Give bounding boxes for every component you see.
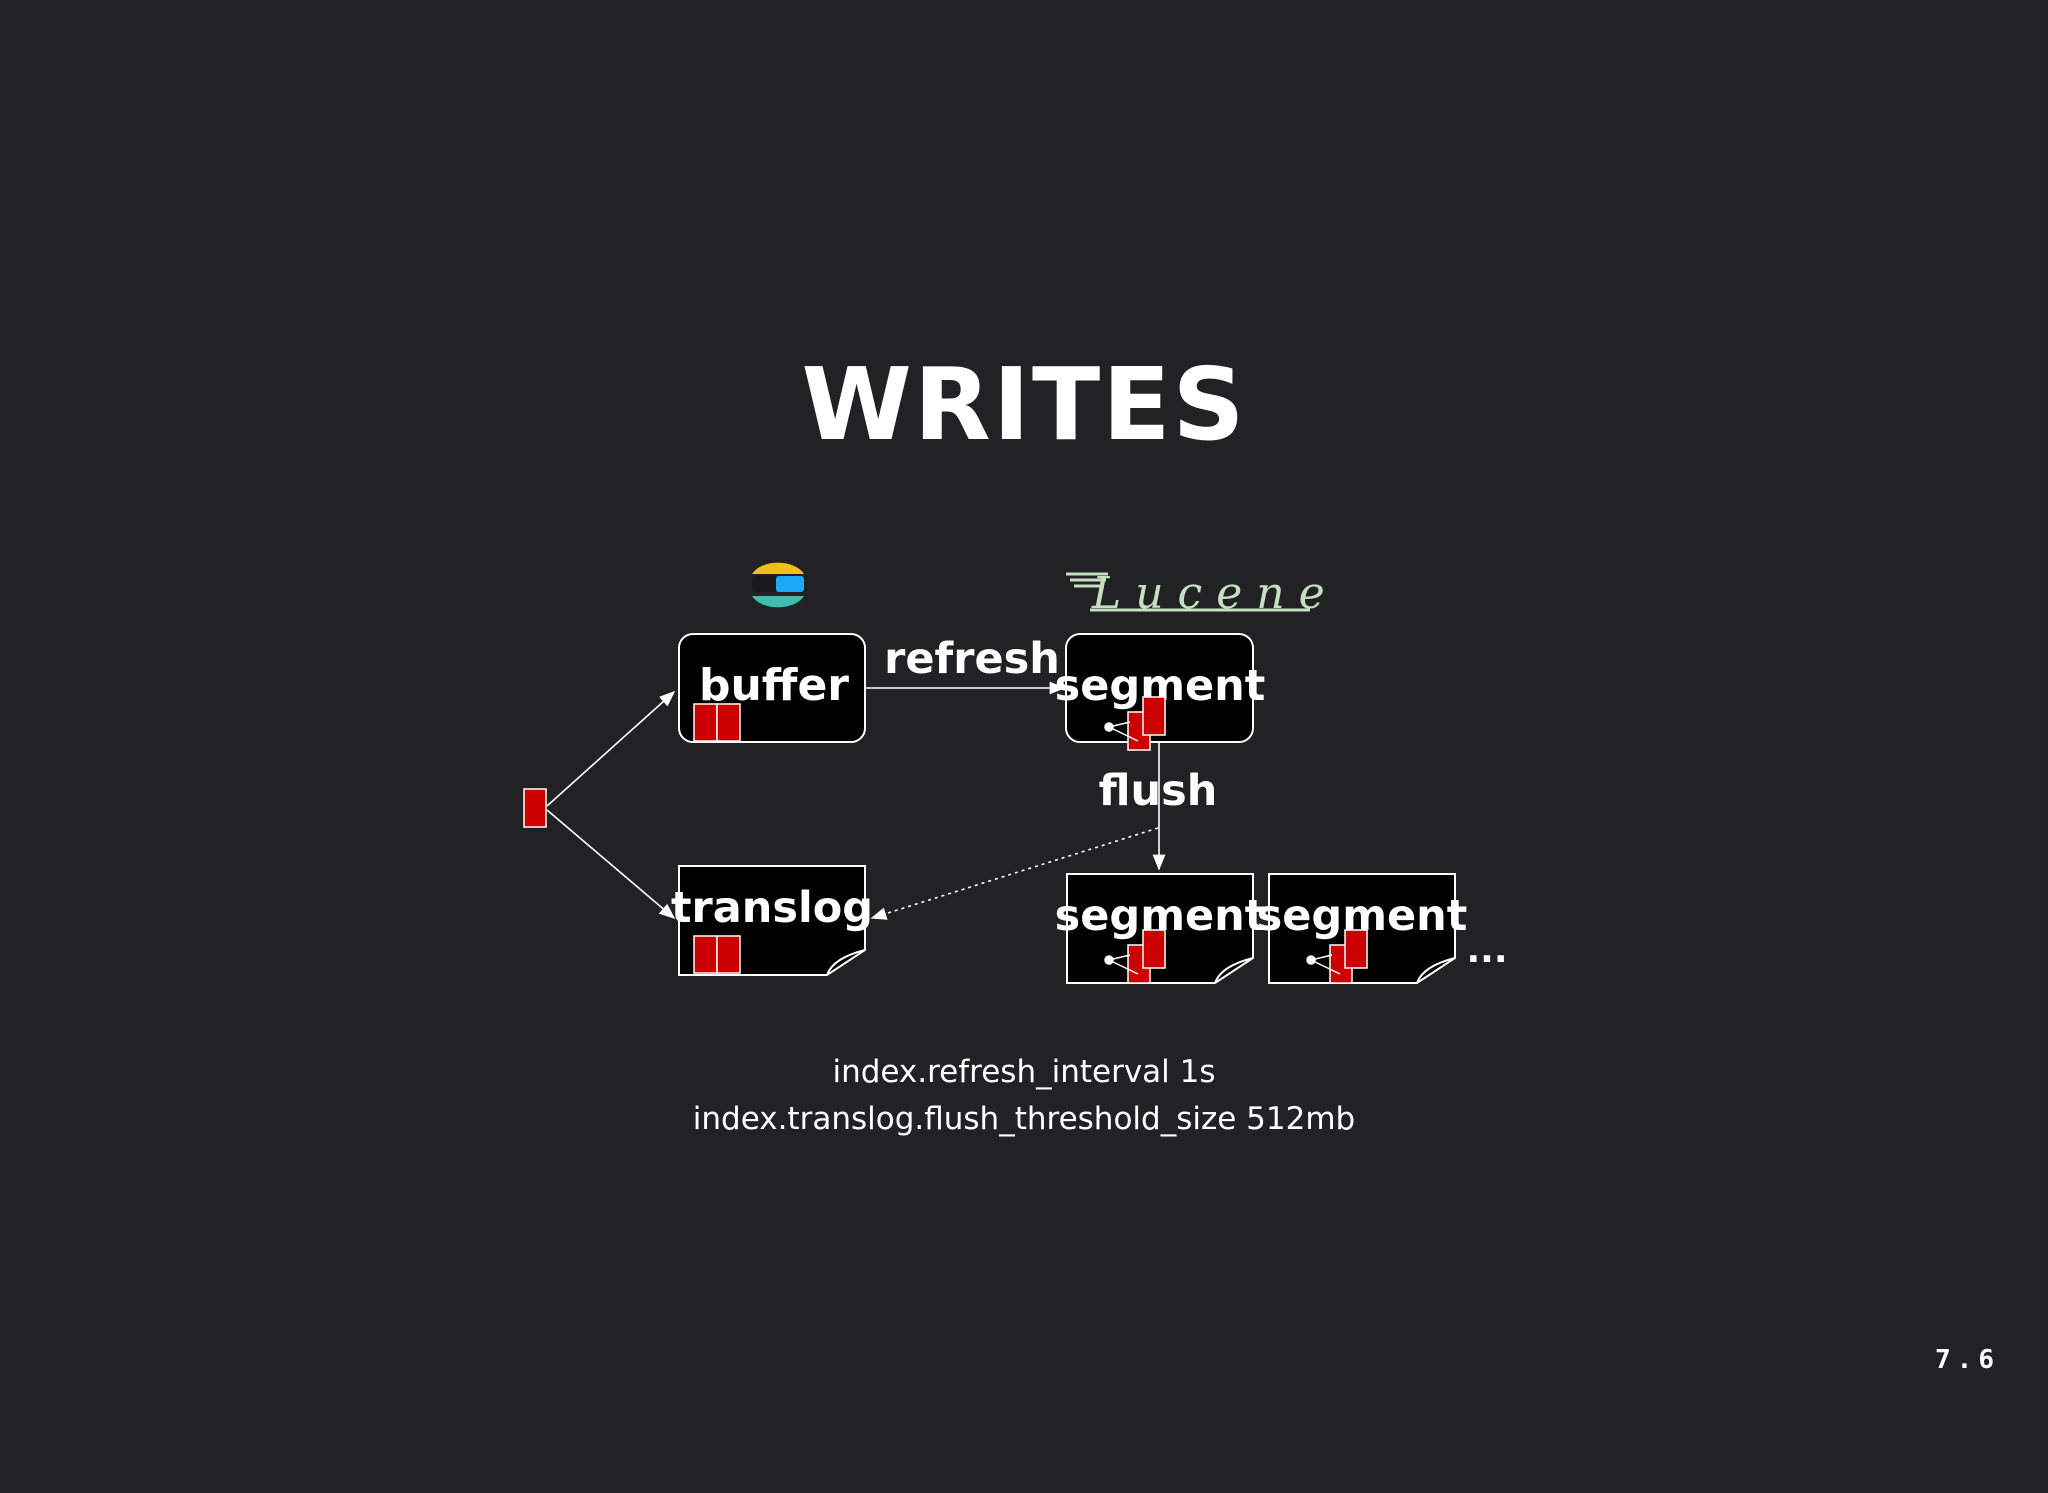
refresh-label: refresh xyxy=(884,634,1060,684)
disk-segment-node: segment xyxy=(1055,873,1265,984)
flush-label: flush xyxy=(1099,766,1218,816)
index-structure-icon xyxy=(1104,721,1139,742)
segment-document-icon xyxy=(1142,929,1166,969)
disk-segment-node: segment xyxy=(1257,873,1467,984)
elasticsearch-logo-icon xyxy=(752,562,804,608)
page-number: 7.6 xyxy=(1935,1345,2000,1375)
incoming-document-icon xyxy=(523,788,547,828)
index-structure-icon xyxy=(1306,954,1341,975)
segment-document-icon xyxy=(1142,696,1166,736)
flush-threshold-setting: index.translog.flush_threshold_size 512m… xyxy=(692,1101,1356,1137)
translog-clear-arrow xyxy=(870,827,1159,920)
buffer-node: buffer xyxy=(678,633,866,743)
translog-label: translog xyxy=(671,883,873,933)
buffered-document-icon xyxy=(716,703,741,742)
memory-segment-node: segment xyxy=(1055,633,1265,751)
buffer-label: buffer xyxy=(699,660,849,711)
arrow-to-translog xyxy=(546,809,676,920)
lucene-logo-icon: Lucene xyxy=(1066,568,1325,619)
translog-document-icon xyxy=(716,935,741,974)
refresh-interval-setting: index.refresh_interval 1s xyxy=(832,1054,1216,1090)
index-structure-icon xyxy=(1104,954,1139,975)
segment-document-icon xyxy=(1344,929,1368,969)
buffered-document-icon xyxy=(693,703,718,742)
more-segments-ellipsis: ... xyxy=(1466,930,1507,971)
arrow-to-buffer xyxy=(546,690,676,807)
translog-node: translog xyxy=(671,865,873,976)
page-title: WRITES xyxy=(801,346,1247,463)
translog-document-icon xyxy=(693,935,718,974)
